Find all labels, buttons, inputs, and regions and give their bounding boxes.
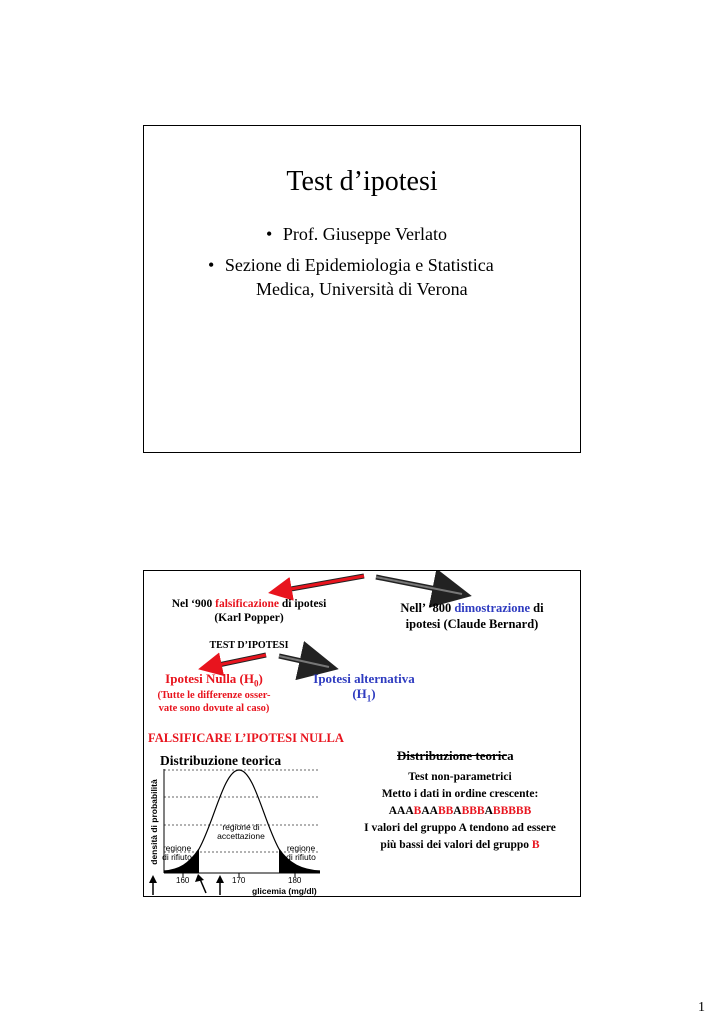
rejection-region-right-label: regione di rifiuto <box>286 843 316 862</box>
acceptance-region-label: regione di accettazione <box>217 822 265 841</box>
null-hypothesis: Ipotesi Nulla (H0) (Tutte le differenze … <box>157 671 271 714</box>
nonparam-line2: Metto i dati in ordine crescente: <box>381 788 539 800</box>
normal-distribution-chart: densità di probabilità regione di accett… <box>144 767 344 897</box>
sequence-segment: AA <box>421 805 438 817</box>
ordered-sequence: AAABAABBABBBABBBBB <box>340 803 580 820</box>
arrow-to-h0 <box>198 652 267 677</box>
bullet-2-line2: Medica, Università di Verona <box>256 279 468 299</box>
test-title: TEST D’IPOTESI <box>209 640 289 651</box>
demonstration-word: dimostrazione <box>454 601 531 615</box>
bullet-2: • Sezione di Epidemiologia e Statistica … <box>208 253 494 301</box>
bullet-dot: • <box>266 224 273 244</box>
slide-2: Nel ‘900 falsificazione di ipotesi (Karl… <box>143 570 581 897</box>
page-number: 1 <box>698 1000 705 1015</box>
theoretical-distribution-right: Distribuzione teorica <box>397 748 514 763</box>
nonparam-line5: più bassi dei valori del gruppo B <box>380 839 540 851</box>
nonparam-line1: Test non-parametrici <box>408 771 512 783</box>
sequence-segment: BBB <box>461 805 485 817</box>
slide-1-title: Test d’ipotesi <box>286 166 438 197</box>
bullet-1-text: Prof. Giuseppe Verlato <box>282 224 447 244</box>
slide-1: Test d’ipotesi • Prof. Giuseppe Verlato … <box>143 125 581 453</box>
falsify-heading: FALSIFICARE L’IPOTESI NULLA <box>148 731 344 745</box>
chart-svg <box>149 769 321 895</box>
sequence-segment: B <box>413 805 422 817</box>
falsification-word: falsificazione <box>215 598 279 610</box>
sequence-segment: A <box>484 805 493 817</box>
bullet-2-line1: Sezione di Epidemiologia e Statistica <box>224 255 494 275</box>
sequence-segment: AAA <box>388 805 414 817</box>
nonparametric-block: Test non-parametrici Metto i dati in ord… <box>340 769 580 854</box>
tick-180: 180 <box>288 876 302 885</box>
theoretical-distribution-left: Distribuzione teorica <box>160 753 282 768</box>
bernard-block: Nell’ ‘800 dimostrazione di ipotesi (Cla… <box>400 601 544 631</box>
sequence-segment: A <box>453 805 462 817</box>
popper-block: Nel ‘900 falsificazione di ipotesi (Karl… <box>171 598 327 624</box>
bullet-1: • Prof. Giuseppe Verlato <box>266 224 447 245</box>
sequence-segment: BBBBB <box>492 805 532 817</box>
nonparam-line4: I valori del gruppo A tendono ad essere <box>364 822 556 834</box>
alternative-hypothesis: Ipotesi alternativa (H1) <box>313 671 415 704</box>
rejection-region-left-label: regione di rifiuto <box>162 843 192 862</box>
arrow-to-demonstration <box>375 571 472 608</box>
arrow-to-falsification <box>268 573 365 601</box>
arrow-to-h1 <box>278 641 339 681</box>
arrows-layer <box>198 571 472 681</box>
chart-xlabel: glicemia (mg/dl) <box>252 886 317 896</box>
sequence-segment: BB <box>437 805 454 817</box>
tick-170: 170 <box>232 876 246 885</box>
tick-160: 160 <box>176 876 190 885</box>
bullet-dot: • <box>208 255 215 275</box>
